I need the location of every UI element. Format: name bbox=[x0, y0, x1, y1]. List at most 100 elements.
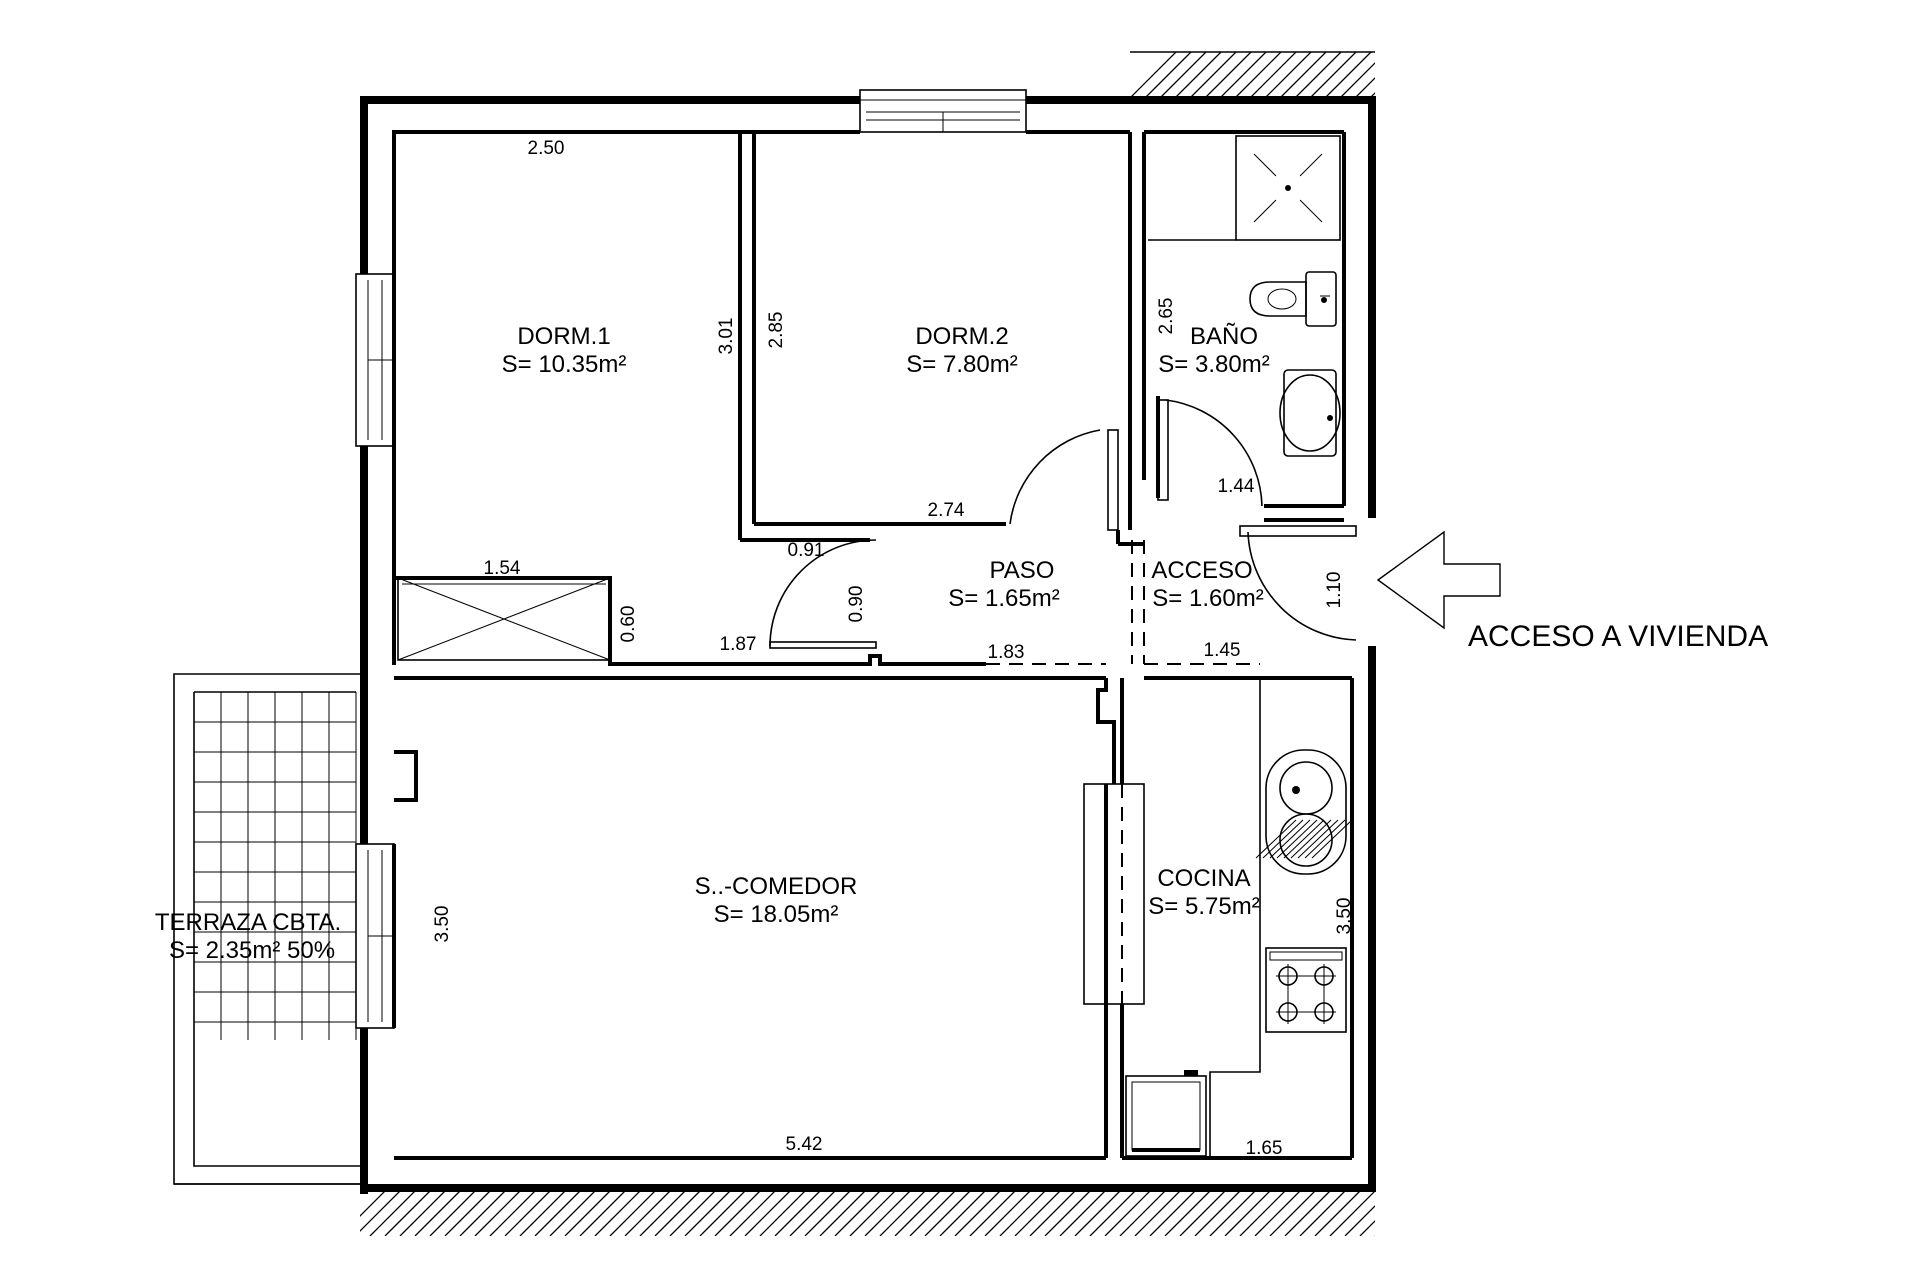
hatch-stroke bbox=[1219, 52, 1267, 98]
dim-closet-depth: 0.60 bbox=[618, 606, 639, 643]
hatch-stroke bbox=[1374, 1235, 1375, 1236]
ground-hatch-top bbox=[1130, 51, 1446, 98]
dim-bano-height: 2.65 bbox=[1156, 298, 1177, 335]
hatch-stroke bbox=[1234, 52, 1282, 98]
window-dorm1 bbox=[355, 273, 395, 447]
room-area-dorm1: S= 10.35m² bbox=[502, 351, 627, 378]
door-dorm1[interactable] bbox=[769, 539, 877, 649]
terrace-tiles bbox=[193, 691, 357, 1040]
hatch-stroke bbox=[849, 1190, 897, 1236]
hatch-stroke bbox=[1209, 1190, 1257, 1236]
hatch-stroke bbox=[1130, 52, 1177, 98]
hatch-stroke bbox=[1194, 1190, 1242, 1236]
hatch-stroke bbox=[1390, 1190, 1436, 1236]
hatch-stroke bbox=[609, 1190, 657, 1236]
dim-closet-width: 1.54 bbox=[484, 558, 521, 579]
dim-dorm2-height: 2.85 bbox=[766, 312, 787, 349]
sink-hatch bbox=[1304, 819, 1346, 859]
dim-dorm1-height: 3.01 bbox=[716, 318, 737, 355]
outer-wall-left-1 bbox=[360, 96, 368, 274]
hatch-stroke bbox=[1159, 52, 1207, 98]
hatch-stroke bbox=[1204, 52, 1252, 98]
hatch-stroke bbox=[984, 1190, 1032, 1236]
terrace bbox=[173, 673, 360, 1185]
hatch-stroke bbox=[579, 1190, 627, 1236]
hatch-stroke bbox=[1044, 1190, 1092, 1236]
entrance-label: ACCESO A VIVIENDA bbox=[1468, 620, 1768, 653]
hatch-stroke bbox=[1104, 1190, 1152, 1236]
fridge-icon bbox=[1125, 1070, 1207, 1157]
hatch-stroke bbox=[1294, 52, 1342, 98]
washbasin-icon bbox=[1279, 369, 1341, 457]
ground-hatch-bottom bbox=[360, 1189, 1436, 1236]
hatch-stroke bbox=[1119, 1190, 1167, 1236]
wardrobe bbox=[397, 577, 611, 661]
shower-tray-icon bbox=[1235, 135, 1341, 241]
hatch-stroke bbox=[1074, 1190, 1122, 1236]
room-name-bano: BAÑO bbox=[1190, 323, 1258, 350]
hatch-stroke bbox=[1014, 1190, 1062, 1236]
room-name-cocina: COCINA bbox=[1157, 865, 1250, 892]
door-dorm2[interactable] bbox=[1009, 429, 1119, 531]
arrow-left-icon bbox=[1376, 530, 1501, 630]
sink-hatch bbox=[1255, 819, 1297, 859]
hatch-stroke bbox=[534, 1190, 582, 1236]
hatch-stroke bbox=[519, 1190, 567, 1236]
dim-acceso-width: 1.45 bbox=[1204, 640, 1241, 661]
room-area-cocina: S= 5.75m² bbox=[1148, 893, 1259, 920]
outer-wall-right-2 bbox=[1368, 646, 1376, 1192]
hatch-stroke bbox=[1179, 1190, 1227, 1236]
cooktop-icon bbox=[1265, 947, 1347, 1033]
room-area-bano: S= 3.80m² bbox=[1158, 351, 1269, 378]
dim-cocina-width: 1.65 bbox=[1246, 1138, 1283, 1159]
outer-wall-top-right bbox=[1026, 96, 1376, 104]
hatch-stroke bbox=[909, 1190, 957, 1236]
room-name-acceso: ACCESO bbox=[1151, 557, 1252, 584]
hatch-stroke bbox=[834, 1190, 882, 1236]
hatch-stroke bbox=[1284, 1190, 1332, 1236]
outer-wall-right-1 bbox=[1368, 96, 1376, 518]
hatch-stroke bbox=[1149, 1190, 1197, 1236]
window-top bbox=[859, 89, 1027, 133]
hatch-stroke bbox=[504, 1190, 552, 1236]
dim-dorm1-width: 2.50 bbox=[528, 138, 565, 159]
door-entrance[interactable] bbox=[1239, 525, 1357, 641]
hatch-stroke bbox=[729, 1190, 777, 1236]
hatch-stroke bbox=[549, 1190, 597, 1236]
hatch-stroke bbox=[369, 1190, 417, 1236]
dim-acceso-depth: 1.10 bbox=[1324, 572, 1345, 609]
hatch-stroke bbox=[804, 1190, 852, 1236]
hatch-stroke bbox=[1164, 1190, 1212, 1236]
hatch-stroke bbox=[684, 1190, 732, 1236]
door-bano[interactable] bbox=[1157, 399, 1263, 507]
dim-paso-c: 1.87 bbox=[720, 634, 757, 655]
hatch-stroke bbox=[1329, 1190, 1375, 1236]
pass-through bbox=[1083, 783, 1145, 1005]
hatch-stroke bbox=[1309, 52, 1357, 98]
dim-paso-b: 0.90 bbox=[846, 586, 867, 623]
hatch-stroke bbox=[699, 1190, 747, 1236]
dashed-openings bbox=[986, 540, 1260, 679]
walls bbox=[360, 96, 1376, 1194]
hatch-stroke bbox=[474, 1190, 522, 1236]
hatch-stroke bbox=[1144, 52, 1192, 98]
hatch-stroke bbox=[939, 1190, 987, 1236]
hatch-stroke bbox=[564, 1190, 612, 1236]
hatch-stroke bbox=[459, 1190, 507, 1236]
dim-dorm2-width: 2.74 bbox=[928, 500, 965, 521]
room-area-terraza: S= 2.35m² 50% bbox=[169, 937, 335, 964]
room-name-terraza: TERRAZA CBTA. bbox=[155, 909, 341, 936]
hatch-stroke bbox=[1354, 77, 1375, 98]
room-name-dorm1: DORM.1 bbox=[517, 323, 610, 350]
sink-hatch bbox=[1290, 819, 1332, 859]
dim-cocina-height: 3.50 bbox=[1334, 898, 1355, 935]
hatch-stroke bbox=[360, 1190, 387, 1217]
hatch-stroke bbox=[1385, 52, 1431, 98]
hatch-stroke bbox=[1089, 1190, 1137, 1236]
hatch-stroke bbox=[1224, 1190, 1272, 1236]
sink-hatch bbox=[1276, 819, 1318, 859]
hatch-stroke bbox=[1400, 52, 1446, 98]
hatch-stroke bbox=[1269, 1190, 1317, 1236]
room-area-dorm2: S= 7.80m² bbox=[906, 351, 1017, 378]
